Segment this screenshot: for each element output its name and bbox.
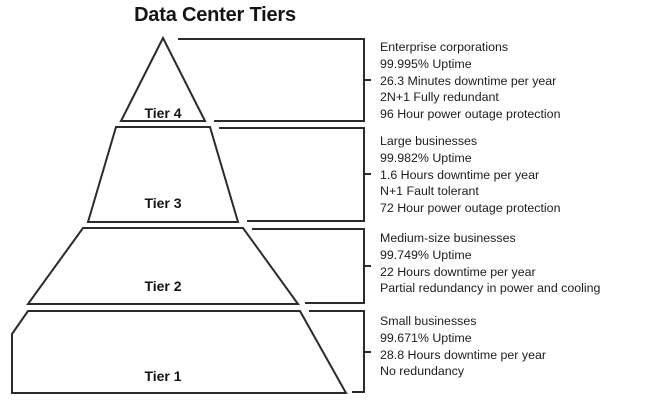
tier-1-details: Small businesses 99.671% Uptime 28.8 Hou… [380, 313, 648, 380]
detail-line: 99.995% Uptime [380, 56, 472, 71]
detail-line: Small businesses [380, 314, 477, 328]
tier-2-details: Medium-size businesses 99.749% Uptime 22… [380, 230, 648, 297]
detail-line: Medium-size businesses [380, 231, 516, 245]
tier-3-shape[interactable] [86, 126, 240, 223]
detail-line: 99.982% Uptime [380, 150, 472, 165]
tier-4-label: Tier 4 [144, 105, 181, 121]
detail-line: 22 Hours downtime per year [380, 264, 536, 279]
detail-line: N+1 Fault tolerant [380, 184, 479, 199]
detail-line: Large businesses [380, 134, 478, 148]
detail-line: 96 Hour power outage protection [380, 107, 561, 122]
tier-1-shape[interactable] [11, 310, 348, 394]
detail-line: 26.3 Minutes downtime per year [380, 73, 557, 88]
tier-3-bracket [219, 127, 365, 222]
detail-line: 28.8 Hours downtime per year [380, 347, 546, 362]
detail-line: 2N+1 Fully redundant [380, 90, 499, 105]
detail-line: 72 Hour power outage protection [380, 201, 561, 216]
detail-line: 1.6 Hours downtime per year [380, 167, 540, 182]
detail-line: Enterprise corporations [380, 40, 509, 54]
tier-2-label: Tier 2 [144, 278, 181, 294]
tier-3-details: Large businesses 99.982% Uptime 1.6 Hour… [380, 133, 648, 217]
tier-2-shape[interactable] [26, 227, 300, 305]
detail-line: 99.749% Uptime [380, 247, 472, 262]
tier-4-shape[interactable] [119, 35, 207, 122]
detail-line: 99.671% Uptime [380, 330, 472, 345]
tier-3-label: Tier 3 [144, 195, 181, 211]
detail-line: No redundancy [380, 364, 465, 379]
tier-4-details: Enterprise corporations 99.995% Uptime 2… [380, 39, 648, 123]
detail-line: Partial redundancy in power and cooling [380, 281, 601, 296]
tier-1-label: Tier 1 [144, 368, 181, 384]
tier-4-bracket [178, 38, 365, 122]
page-title: Data Center Tiers [134, 4, 296, 26]
